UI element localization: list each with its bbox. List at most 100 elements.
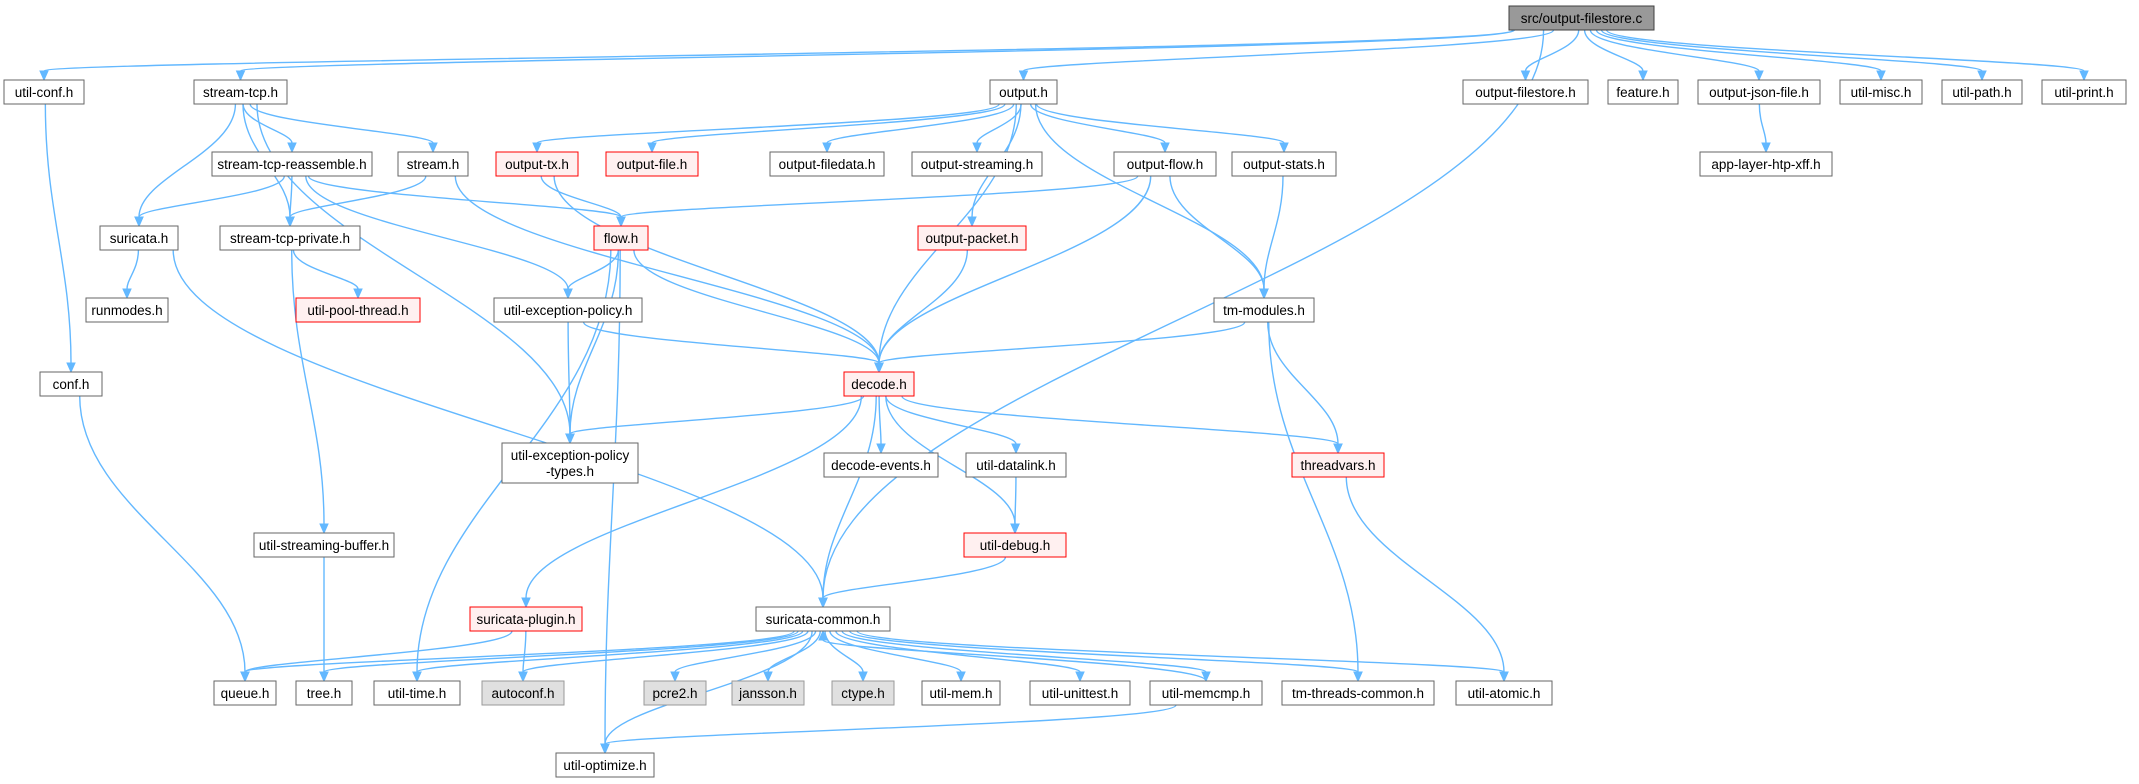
- edge-flow-to-util-optimize: [600, 249, 621, 755]
- edge-suricata-to-runmodes: [122, 249, 140, 300]
- edge-arrowhead: [822, 142, 832, 154]
- node-box: [219, 225, 361, 251]
- node-app-layer-htp-xff[interactable]: app-layer-htp-xff.h: [1699, 151, 1833, 177]
- node-output-flow[interactable]: output-flow.h: [1113, 151, 1217, 177]
- edge-line: [1263, 175, 1284, 290]
- node-output-filestore-h[interactable]: output-filestore.h: [1462, 79, 1589, 105]
- node-autoconf[interactable]: autoconf.h: [481, 680, 565, 706]
- node-flow[interactable]: flow.h: [593, 225, 649, 251]
- edge-threadvars-to-util-atomic: [1345, 476, 1509, 683]
- edge-line: [1758, 103, 1767, 144]
- node-util-conf[interactable]: util-conf.h: [3, 79, 85, 105]
- node-stream-tcp-private[interactable]: stream-tcp-private.h: [219, 225, 361, 251]
- node-tm-threads-common[interactable]: tm-threads-common.h: [1281, 680, 1435, 706]
- node-decode[interactable]: decode.h: [843, 371, 915, 397]
- node-output-filedata[interactable]: output-filedata.h: [769, 151, 885, 177]
- node-output-packet[interactable]: output-packet.h: [917, 225, 1027, 251]
- edge-arrowhead: [2079, 70, 2089, 82]
- node-suricata[interactable]: suricata.h: [99, 225, 179, 251]
- node-suricata-common[interactable]: suricata-common.h: [755, 606, 891, 632]
- node-util-exception-policy[interactable]: util-exception-policy.h: [493, 297, 643, 323]
- node-util-mem[interactable]: util-mem.h: [921, 680, 1001, 706]
- node-util-optimize[interactable]: util-optimize.h: [555, 752, 655, 778]
- node-output-file[interactable]: output-file.h: [605, 151, 699, 177]
- node-util-exception-policy-types[interactable]: util-exception-policy-types.h: [501, 442, 639, 484]
- node-util-streaming-buffer[interactable]: util-streaming-buffer.h: [253, 532, 395, 558]
- node-box: [211, 151, 373, 177]
- node-label: output-file.h: [617, 157, 688, 172]
- node-util-unittest[interactable]: util-unittest.h: [1029, 680, 1131, 706]
- edge-line: [582, 321, 880, 364]
- node-label: output-filedata.h: [779, 157, 876, 172]
- node-util-path[interactable]: util-path.h: [1941, 79, 2023, 105]
- node-jansson[interactable]: jansson.h: [731, 680, 805, 706]
- edge-stream-tcp-to-stream: [249, 103, 438, 154]
- node-box: [295, 680, 353, 706]
- node-queue[interactable]: queue.h: [213, 680, 277, 706]
- edge-stream-tcp-private-to-util-streaming-buffer: [291, 249, 329, 535]
- node-output[interactable]: output.h: [989, 79, 1058, 105]
- edge-suricata-common-to-tree: [319, 630, 799, 683]
- edge-line: [126, 249, 140, 290]
- node-tree[interactable]: tree.h: [295, 680, 353, 706]
- node-runmodes[interactable]: runmodes.h: [85, 297, 169, 323]
- node-stream-tcp[interactable]: stream-tcp.h: [193, 79, 288, 105]
- node-util-debug[interactable]: util-debug.h: [963, 532, 1067, 558]
- node-util-time[interactable]: util-time.h: [373, 680, 461, 706]
- node-box: [911, 151, 1043, 177]
- edge-util-memcmp-to-suricata-common: [818, 629, 1207, 682]
- edge-root-to-util-path: [1600, 29, 1987, 82]
- edge-suricata-common-to-tm-threads-common: [849, 630, 1363, 683]
- node-feature[interactable]: feature.h: [1607, 79, 1679, 105]
- node-stream-tcp-reassemble[interactable]: stream-tcp-reassemble.h: [211, 151, 373, 177]
- node-threadvars[interactable]: threadvars.h: [1291, 452, 1385, 478]
- node-output-tx[interactable]: output-tx.h: [495, 151, 579, 177]
- node-label: feature.h: [1616, 85, 1669, 100]
- node-output-streaming[interactable]: output-streaming.h: [911, 151, 1043, 177]
- node-box: [769, 151, 885, 177]
- node-box: [1281, 680, 1435, 706]
- edge-arrowhead: [1201, 671, 1211, 683]
- edge-tm-modules-to-tm-threads-common: [1268, 321, 1363, 683]
- edge-output-to-tm-modules: [1034, 103, 1269, 300]
- node-pcre2[interactable]: pcre2.h: [643, 680, 707, 706]
- edge-line: [249, 103, 434, 144]
- node-suricata-plugin[interactable]: suricata-plugin.h: [469, 606, 583, 632]
- node-util-misc[interactable]: util-misc.h: [1839, 79, 1923, 105]
- edge-line: [305, 175, 569, 290]
- node-stream[interactable]: stream.h: [397, 151, 469, 177]
- node-util-memcmp[interactable]: util-memcmp.h: [1149, 680, 1263, 706]
- node-root[interactable]: src/output-filestore.c: [1508, 5, 1655, 31]
- edge-arrowhead: [1075, 671, 1085, 683]
- edge-line: [604, 630, 813, 745]
- edge-arrowhead: [319, 671, 329, 683]
- node-output-json-file[interactable]: output-json-file.h: [1697, 79, 1821, 105]
- edge-line: [79, 395, 246, 673]
- node-decode-events[interactable]: decode-events.h: [823, 452, 939, 478]
- edge-line: [1589, 29, 1760, 72]
- node-util-datalink[interactable]: util-datalink.h: [965, 452, 1067, 478]
- node-util-atomic[interactable]: util-atomic.h: [1455, 680, 1553, 706]
- edge-arrowhead: [616, 216, 626, 228]
- edge-arrowhead: [319, 523, 329, 535]
- node-util-print[interactable]: util-print.h: [2041, 79, 2127, 105]
- node-box: [965, 452, 1067, 478]
- node-tm-modules[interactable]: tm-modules.h: [1213, 297, 1315, 323]
- edge-arrowhead: [1754, 70, 1764, 82]
- node-output-stats[interactable]: output-stats.h: [1231, 151, 1337, 177]
- edge-util-exception-policy-to-decode: [582, 321, 884, 374]
- node-box: [493, 297, 643, 323]
- edge-output-to-output-filedata: [822, 103, 1015, 154]
- node-util-pool-thread[interactable]: util-pool-thread.h: [295, 297, 421, 323]
- node-box: [1839, 79, 1923, 105]
- edge-line: [1034, 103, 1265, 290]
- edge-line: [826, 103, 1015, 144]
- edge-arrowhead: [565, 433, 575, 445]
- node-ctype[interactable]: ctype.h: [831, 680, 895, 706]
- node-conf[interactable]: conf.h: [39, 371, 103, 397]
- edge-arrowhead: [876, 443, 886, 455]
- edge-arrowhead: [1010, 523, 1020, 535]
- node-box: [193, 79, 288, 105]
- edge-util-conf-to-conf: [44, 103, 76, 374]
